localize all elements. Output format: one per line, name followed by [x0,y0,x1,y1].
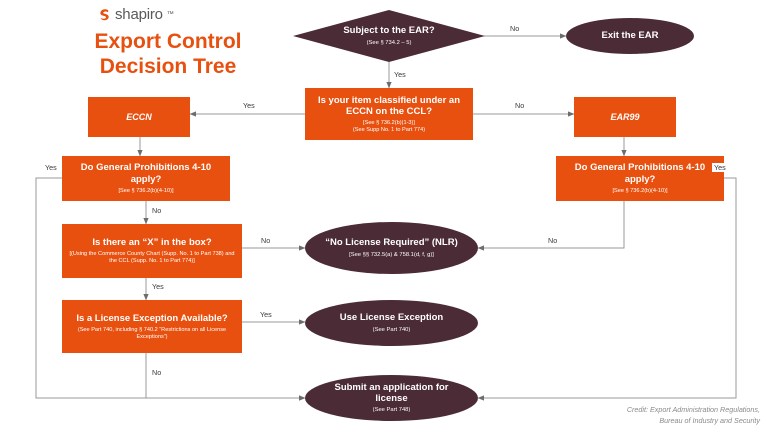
node-general-prohibitions-left[interactable]: Do General Prohibitions 4-10 apply? [See… [62,156,230,201]
node-eccn-on-ccl[interactable]: Is your item classified under an ECCN on… [305,88,473,140]
edge-gpright-yes [477,177,737,401]
brand-logo: shapiro ™ [96,6,174,23]
node-title: Do General Prohibitions 4-10 apply? [80,162,212,185]
edge-label-xbox-yes: Yes [150,282,166,291]
node-subtitle: [See § 736.2(b)(4-10)] [118,187,174,194]
edge-label-gpleft-yes: Yes [43,163,59,172]
node-title: EAR99 [610,111,640,122]
node-no-license-required[interactable]: “No License Required” (NLR) [See §§ 732.… [305,222,478,274]
node-subject-to-ear[interactable]: Subject to the EAR? (See § 734.2 – 5) [293,10,485,62]
node-use-license-exception[interactable]: Use License Exception (See Part 740) [305,300,478,346]
node-general-prohibitions-right[interactable]: Do General Prohibitions 4-10 apply? [See… [556,156,724,201]
node-subtitle: (See § 734.2 – 5) [366,39,412,46]
node-title: Use License Exception [339,312,444,324]
edge-label-gpleft-no: No [150,206,164,215]
node-eccn[interactable]: ECCN [88,97,190,137]
credit-note: Credit: Export Administration Regulation… [627,405,760,426]
node-title: Exit the EAR [601,30,659,42]
node-license-exception-available[interactable]: Is a License Exception Available? (See P… [62,300,242,353]
edge-lic-no [145,353,306,401]
edge-label-lic-no: No [150,368,164,377]
shapiro-swirl-logo-icon [96,7,111,22]
edge-label-gpright-yes: Yes [712,163,728,172]
node-subtitle: [(Using the Commerce County Chart (Supp.… [69,251,235,265]
edge-label-subject-no: No [508,24,522,33]
brand-trademark: ™ [166,11,174,18]
edge-label-xbox-no: No [259,236,273,245]
node-subtitle-2: (See Supp No. 1 to Part 774) [352,126,426,133]
node-title: Submit an application for license [334,381,449,405]
node-subtitle: [See § 736.2(b)(4-10)] [612,187,668,194]
node-subtitle: (See Part 748) [372,407,411,414]
node-exit-the-ear[interactable]: Exit the EAR [566,18,694,54]
node-subtitle: (See Part 740) [372,326,411,333]
node-title: Is a License Exception Available? [76,312,228,324]
node-title: Is your item classified under an ECCN on… [317,94,461,117]
credit-line2: Bureau of Industry and Security [659,415,760,425]
node-title: Subject to the EAR? [343,25,435,37]
node-ear99[interactable]: EAR99 [574,97,676,137]
node-subtitle-1: [See § 736.2(b)(1-3)] [363,120,415,126]
page-title-line1: Export Control [94,30,242,53]
edge-gpleft-yes [35,177,306,401]
page-title-line2: Decision Tree [99,54,237,78]
node-title: “No License Required” (NLR) [325,237,458,249]
credit-line1: Credit: Export Administration Regulation… [626,405,760,415]
node-title: ECCN [126,111,152,122]
node-subtitle: (See Part 740, including § 740.2 “Restri… [77,326,227,340]
node-subtitle: [See §§ 732.5(a) & 758.1(d, f, g)] [349,251,434,258]
node-title: Do General Prohibitions 4-10 apply? [574,162,706,185]
edge-label-ccl-no: No [513,101,527,110]
edge-label-gpright-no: No [546,236,560,245]
edge-label-ccl-yes: Yes [241,101,257,110]
edge-label-subject-yes: Yes [392,70,408,79]
brand-name: shapiro [115,6,163,23]
edge-label-lic-yes: Yes [258,310,274,319]
page-title: Export Control Decision Tree [58,30,278,80]
node-title: Is there an “X” in the box? [92,237,212,249]
node-x-in-the-box[interactable]: Is there an “X” in the box? [(Using the … [62,224,242,278]
node-submit-application[interactable]: Submit an application for license (See P… [305,375,478,421]
